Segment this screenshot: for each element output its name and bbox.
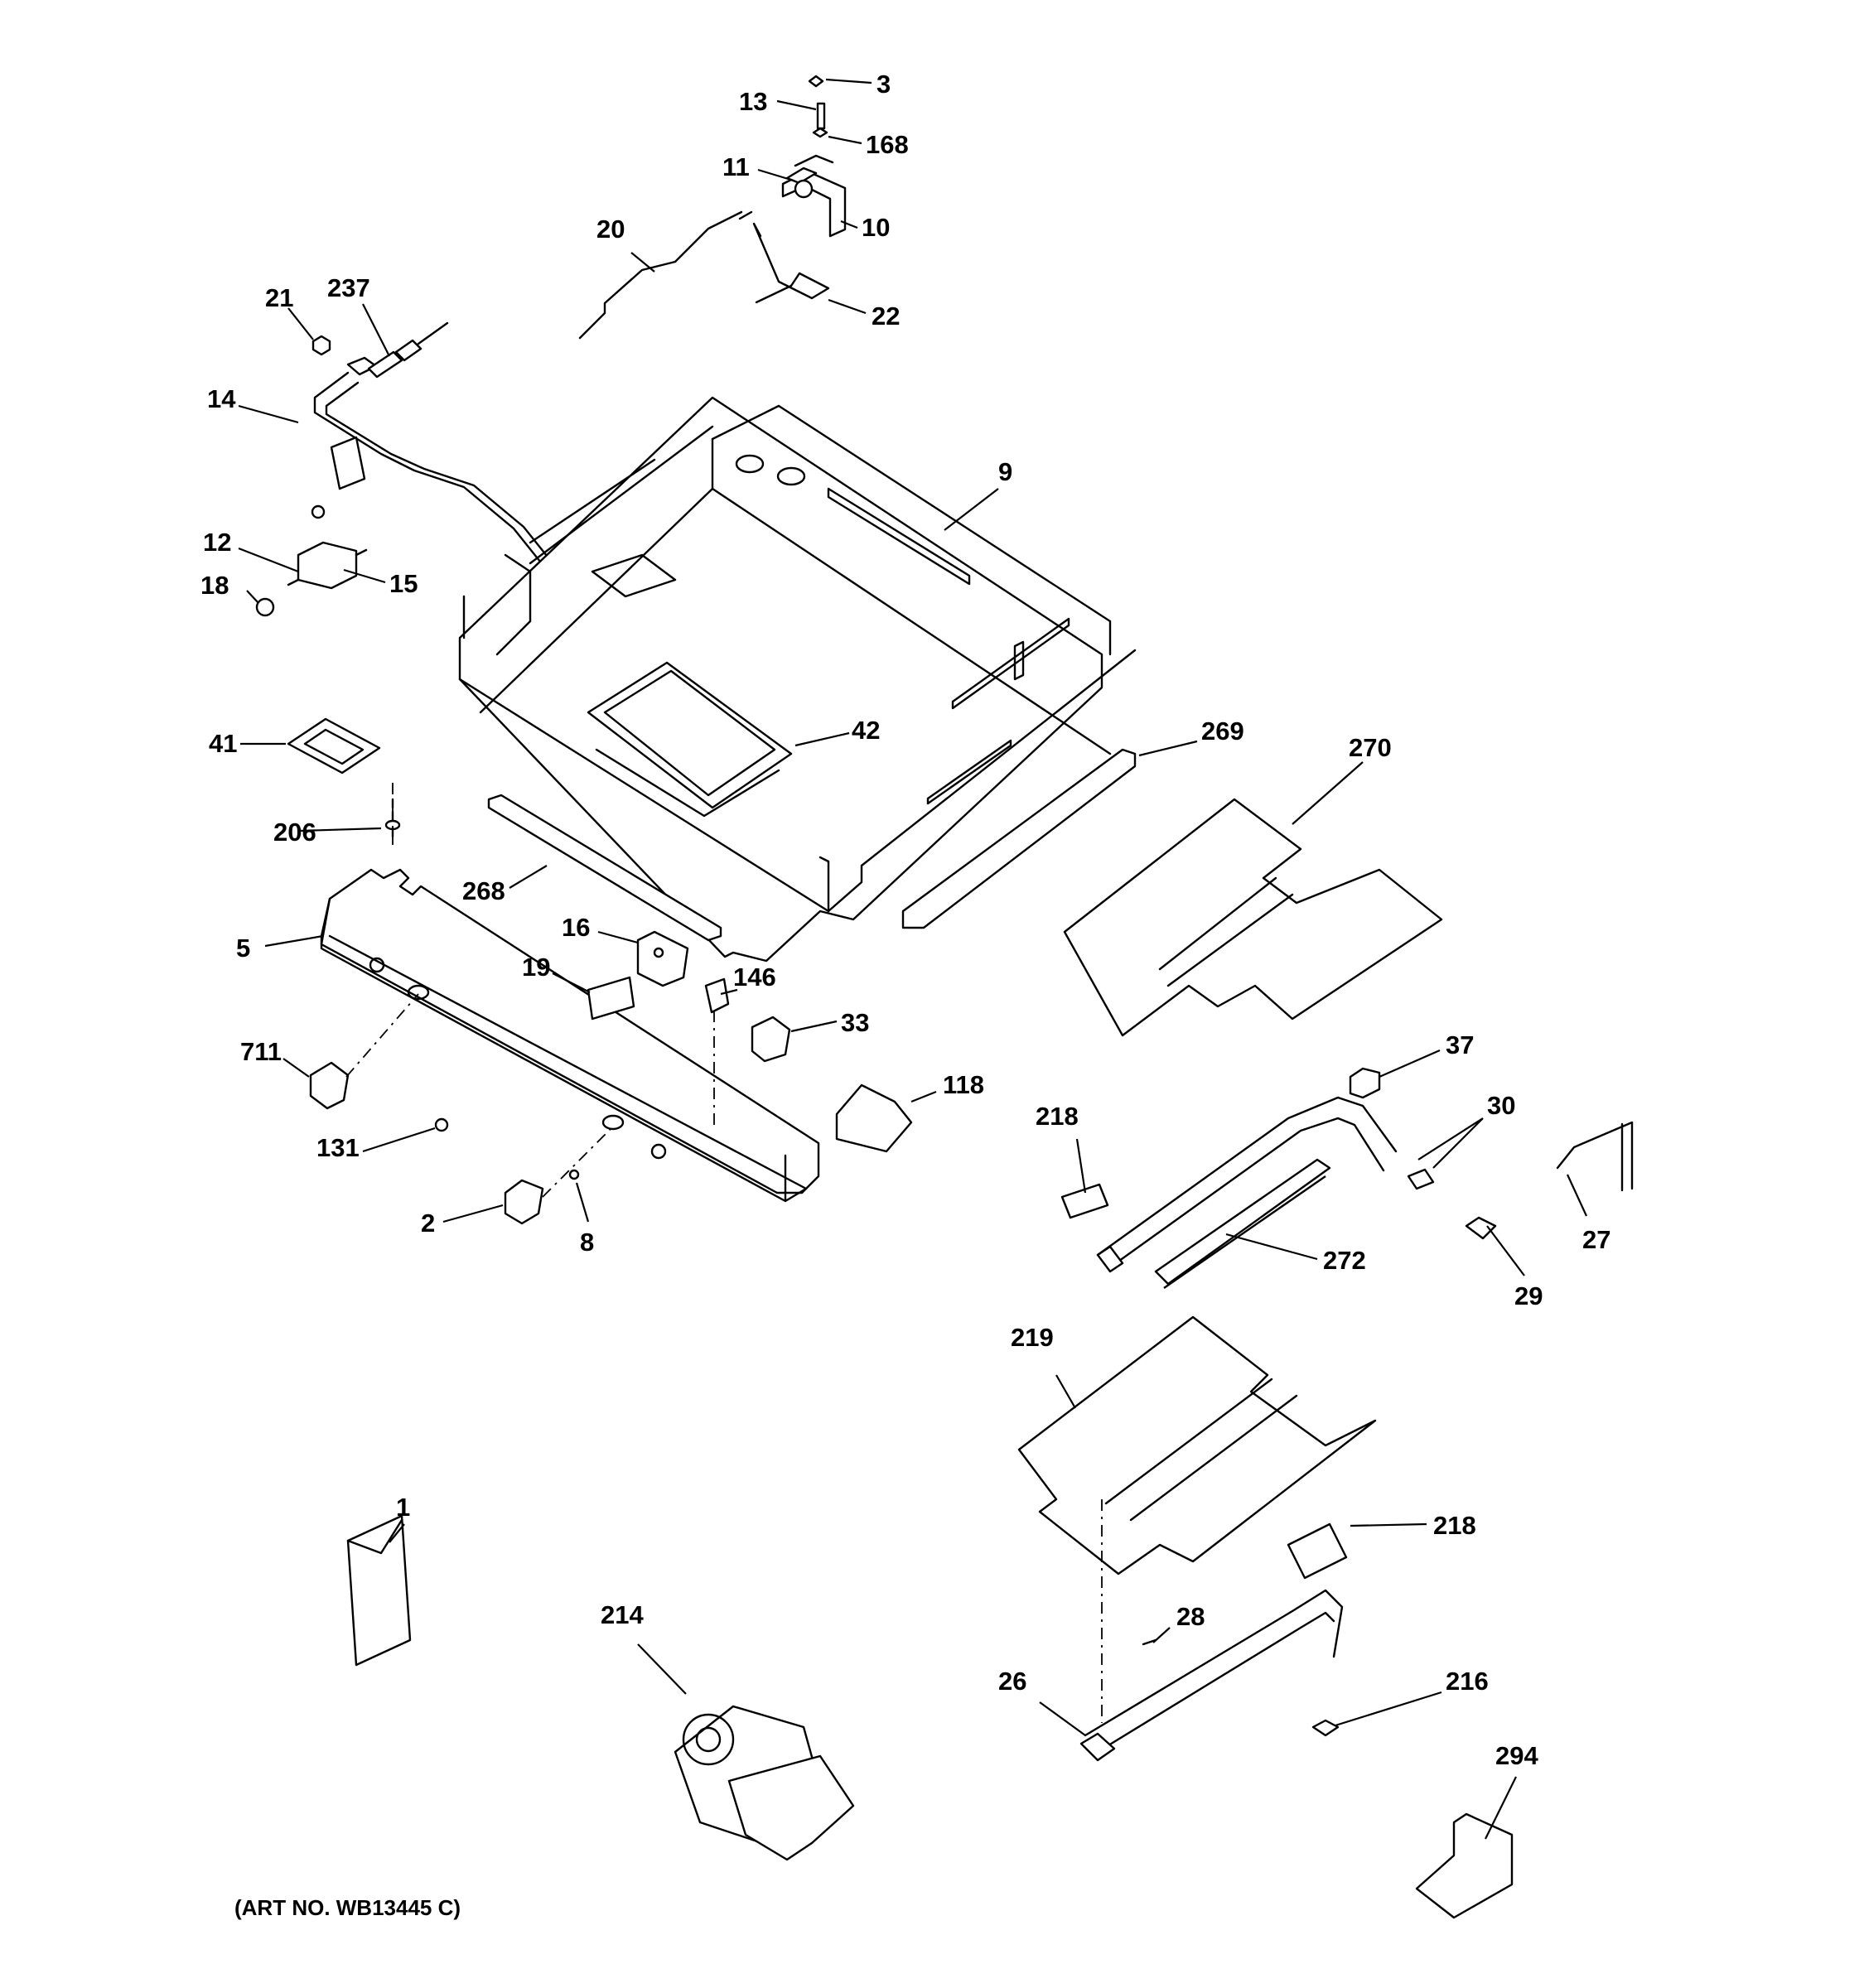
callout-168: 168 bbox=[866, 130, 909, 159]
callout-30: 30 bbox=[1487, 1091, 1515, 1120]
callout-131: 131 bbox=[316, 1133, 360, 1162]
callout-294: 294 bbox=[1495, 1741, 1538, 1770]
literature-envelope-1 bbox=[346, 1514, 412, 1667]
callout-33: 33 bbox=[841, 1008, 869, 1037]
art-number: (ART NO. WB13445 C) bbox=[234, 1895, 461, 1920]
callout-146: 146 bbox=[733, 963, 776, 992]
bake-burner-26 bbox=[1079, 1589, 1344, 1762]
screw-28 bbox=[1142, 1638, 1157, 1646]
callout-268: 268 bbox=[462, 876, 505, 905]
callout-37: 37 bbox=[1446, 1030, 1474, 1059]
callout-269: 269 bbox=[1201, 717, 1244, 746]
callout-21: 21 bbox=[265, 283, 293, 312]
screw-8 bbox=[568, 1169, 580, 1180]
callout-8: 8 bbox=[580, 1228, 594, 1257]
callout-15: 15 bbox=[389, 569, 418, 598]
callout-3: 3 bbox=[876, 70, 891, 99]
callout-118: 118 bbox=[943, 1070, 984, 1099]
callout-41: 41 bbox=[209, 729, 237, 758]
knob-2 bbox=[504, 1179, 544, 1225]
callout-711: 711 bbox=[240, 1037, 282, 1066]
callout-1: 1 bbox=[396, 1493, 410, 1522]
alignment-line-2 bbox=[542, 1126, 614, 1198]
pilot-tube-20 bbox=[578, 210, 753, 340]
bracket-268 bbox=[487, 794, 722, 942]
callout-16: 16 bbox=[562, 913, 590, 942]
callout-labels: 3 13 168 11 10 20 22 21 237 14 9 12 15 1… bbox=[200, 70, 1610, 1770]
callout-214: 214 bbox=[601, 1600, 644, 1629]
callout-272: 272 bbox=[1323, 1246, 1366, 1275]
gasket-41 bbox=[287, 717, 381, 774]
callout-218b: 218 bbox=[1433, 1511, 1476, 1540]
bracket-37 bbox=[1349, 1067, 1381, 1099]
pilot-bracket-assembly bbox=[781, 75, 847, 238]
callout-237: 237 bbox=[327, 273, 370, 302]
callout-11: 11 bbox=[722, 152, 750, 181]
knob-711 bbox=[309, 1061, 350, 1110]
callout-26: 26 bbox=[998, 1667, 1026, 1696]
callout-206: 206 bbox=[273, 818, 316, 847]
knob-insert-146 bbox=[704, 977, 730, 1014]
callout-18: 18 bbox=[200, 571, 229, 600]
nut-216 bbox=[1311, 1719, 1340, 1737]
valve-12-15 bbox=[287, 504, 368, 590]
control-panel-5 bbox=[320, 868, 820, 1203]
callout-218a: 218 bbox=[1036, 1102, 1079, 1131]
fitting-237 bbox=[367, 321, 449, 379]
callout-42: 42 bbox=[852, 716, 880, 745]
callout-22: 22 bbox=[872, 302, 900, 331]
callout-2: 2 bbox=[421, 1209, 435, 1238]
cover-118 bbox=[835, 1083, 913, 1153]
callout-29: 29 bbox=[1514, 1281, 1543, 1310]
burner-box-9 bbox=[458, 396, 1137, 963]
screw-131 bbox=[434, 1117, 449, 1132]
callout-28: 28 bbox=[1176, 1602, 1205, 1631]
callout-270: 270 bbox=[1349, 733, 1392, 762]
callout-20: 20 bbox=[596, 215, 625, 244]
alignment-line-711 bbox=[345, 993, 419, 1078]
leader-lines bbox=[238, 78, 1587, 1840]
callout-12: 12 bbox=[203, 528, 231, 557]
switch-16 bbox=[636, 930, 689, 987]
thermostat-bulb-29 bbox=[1465, 1216, 1497, 1240]
tube-27 bbox=[1556, 1121, 1634, 1192]
igniter-218b bbox=[1287, 1522, 1348, 1580]
callout-9: 9 bbox=[998, 457, 1012, 486]
callout-10: 10 bbox=[862, 213, 890, 242]
callout-219: 219 bbox=[1011, 1323, 1054, 1352]
bracket-294 bbox=[1415, 1812, 1514, 1919]
bracket-19 bbox=[587, 976, 635, 1021]
broil-burner-assembly bbox=[1096, 1096, 1398, 1289]
callout-14: 14 bbox=[207, 384, 236, 413]
callout-216: 216 bbox=[1446, 1667, 1489, 1696]
callout-13: 13 bbox=[739, 87, 767, 116]
gas-valve-214 bbox=[674, 1705, 855, 1861]
callout-5: 5 bbox=[236, 934, 250, 963]
igniter-218a bbox=[1060, 1183, 1109, 1219]
nut-18 bbox=[255, 597, 275, 617]
tray-42 bbox=[587, 661, 793, 818]
callout-19: 19 bbox=[522, 953, 550, 982]
bracket-269 bbox=[901, 748, 1137, 929]
shield-270 bbox=[1063, 798, 1443, 1037]
switch-33 bbox=[751, 1016, 791, 1063]
callout-27: 27 bbox=[1582, 1225, 1610, 1254]
pilot-tube-22 bbox=[752, 222, 830, 304]
shield-219 bbox=[1017, 1315, 1377, 1575]
orifice-30 bbox=[1407, 1168, 1435, 1190]
nut-21 bbox=[311, 335, 331, 356]
